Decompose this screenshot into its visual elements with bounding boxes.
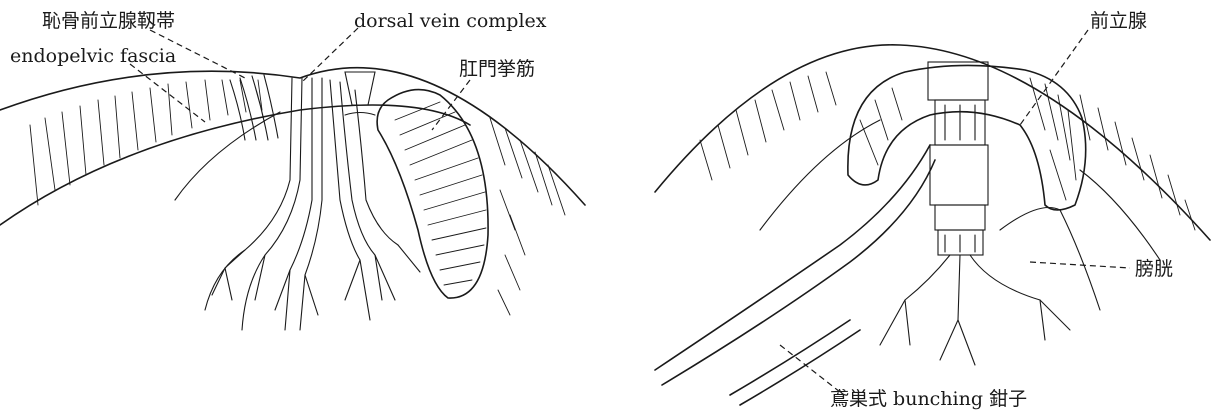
- right-vein-branches: [880, 255, 1070, 365]
- dvc-knots: [345, 72, 375, 115]
- bladder: [1000, 208, 1100, 311]
- left-outer-arch: [0, 68, 585, 205]
- right-wall-hatching-left: [700, 72, 836, 180]
- label-endopelvic-fascia: endopelvic fascia: [10, 45, 176, 67]
- prostate: [848, 65, 1086, 210]
- bunched-dvc: [928, 62, 988, 255]
- right-inner-wall: [760, 120, 880, 230]
- leader-prostate: [1020, 30, 1088, 125]
- levator-ani: [377, 90, 488, 299]
- right-outer-arch: [655, 45, 1210, 240]
- prostate-hatching: [860, 78, 1076, 200]
- label-levator-ani: 肛門挙筋: [459, 58, 535, 80]
- dorsal-vein-complex: [205, 78, 420, 330]
- leader-bladder: [1030, 262, 1130, 268]
- leader-clamp: [780, 345, 840, 392]
- puboprostatic-ligaments: [230, 75, 278, 140]
- label-puboprostatic-ligament: 恥骨前立腺靱帯: [42, 10, 175, 32]
- label-bladder: 膀胱: [1135, 258, 1173, 280]
- left-figure: 恥骨前立腺靱帯 endopelvic fascia dorsal vein co…: [0, 10, 585, 330]
- label-dorsal-vein-complex: dorsal vein complex: [354, 10, 547, 32]
- right-inner-wall-right: [1080, 170, 1160, 260]
- right-figure: 前立腺 膀胱 鳶巣式 bunching 鉗子: [655, 10, 1210, 410]
- left-inner-arch: [0, 105, 470, 225]
- label-bunching-clamp: 鳶巣式 bunching 鉗子: [830, 388, 1027, 410]
- right-wall-hatching-right: [1080, 95, 1195, 230]
- bunching-clamp: [655, 145, 935, 405]
- label-prostate: 前立腺: [1090, 10, 1147, 32]
